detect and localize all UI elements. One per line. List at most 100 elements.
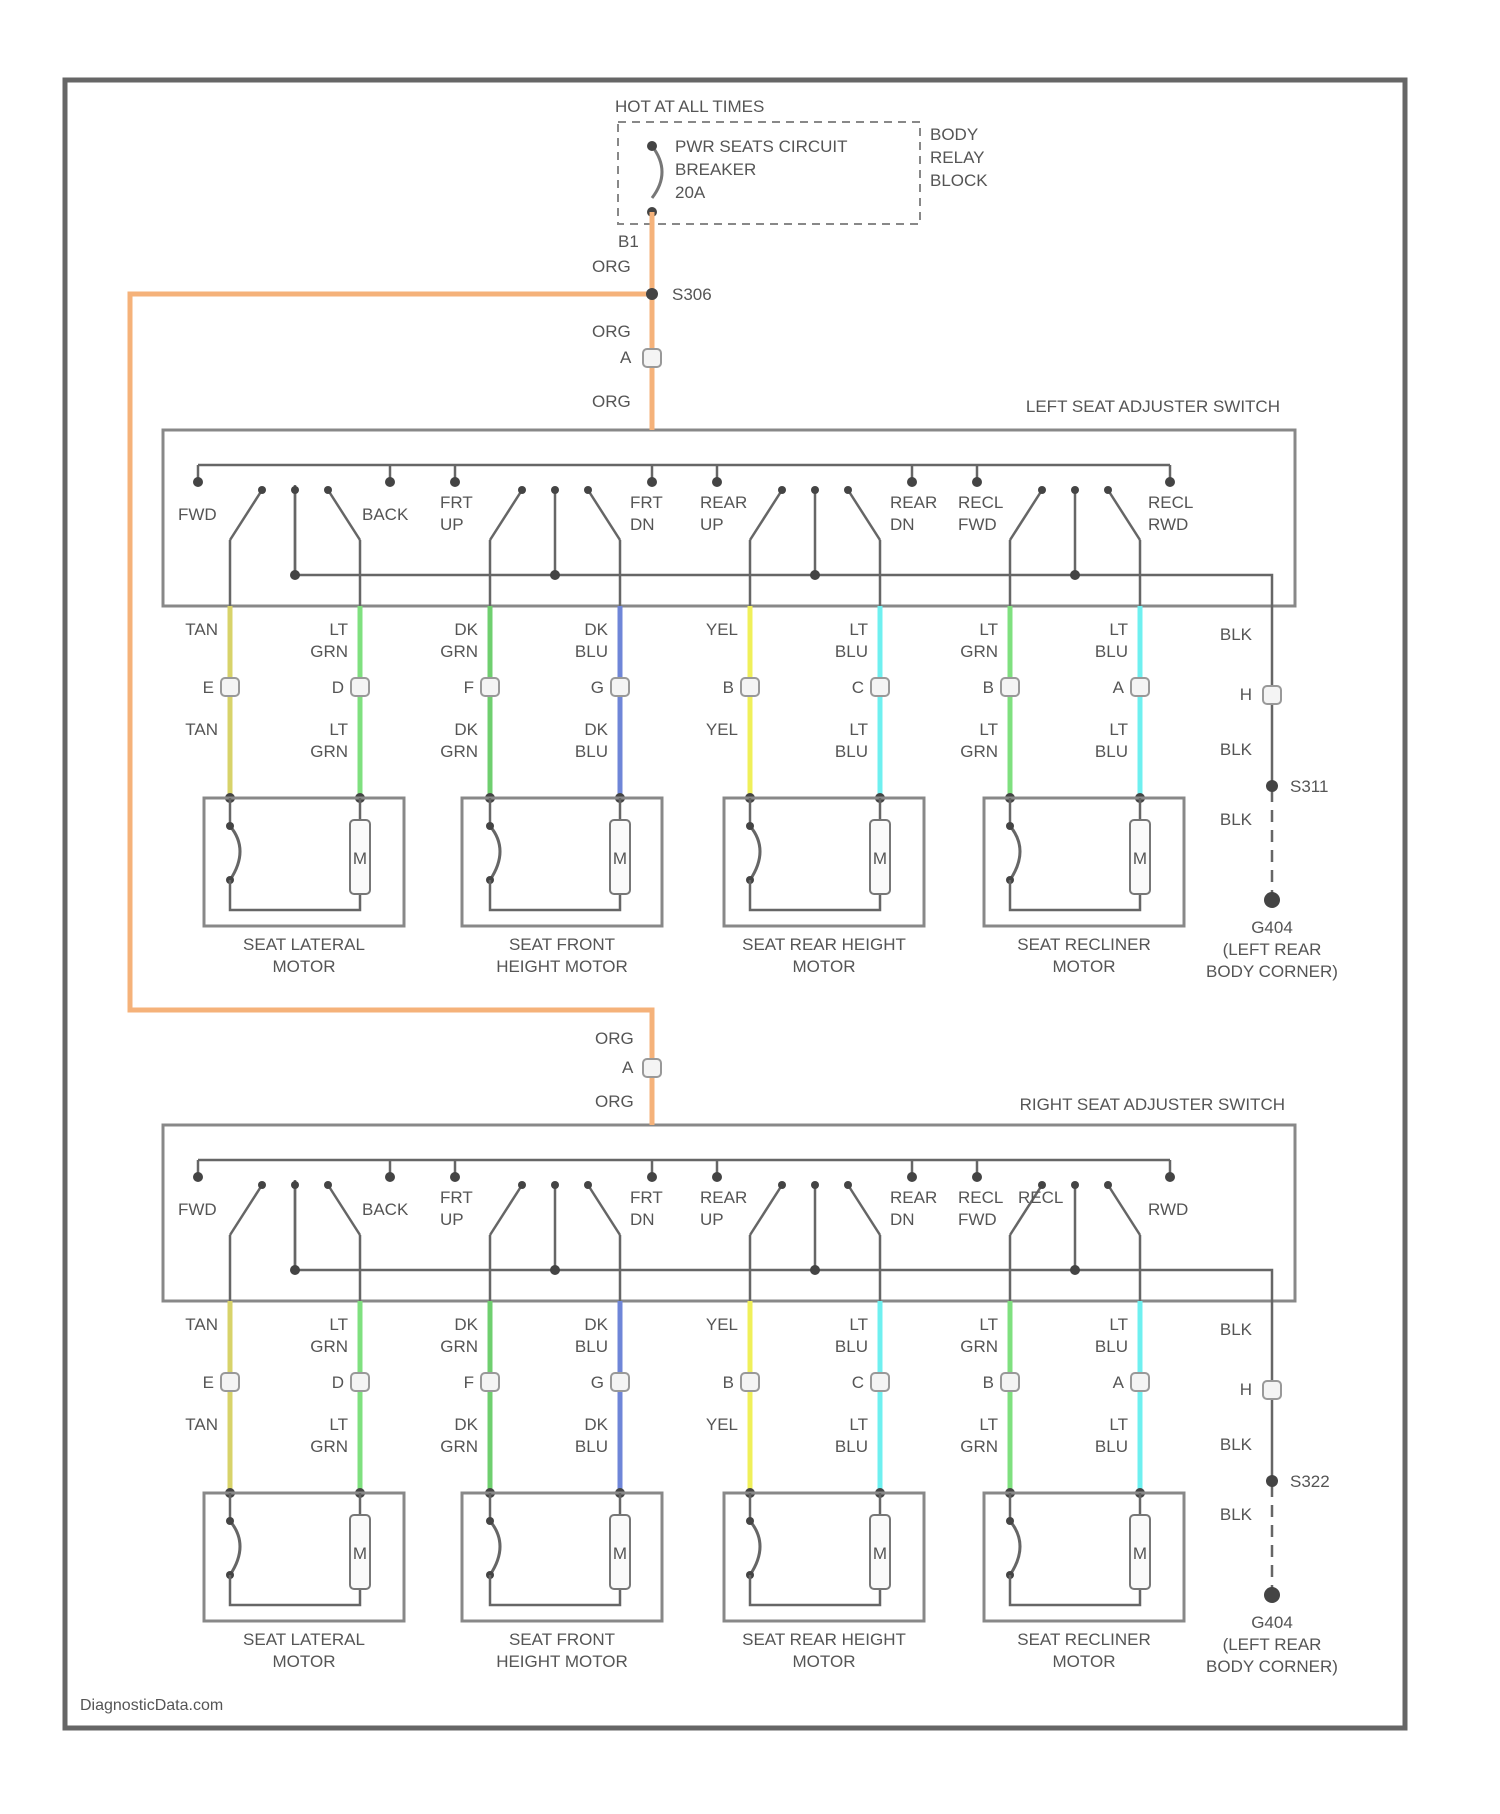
right-ground-label: G404 (1251, 1613, 1293, 1632)
right-blade-pivot (778, 1181, 786, 1189)
orange-feed-wires (130, 212, 661, 1125)
block-line-1: BODY (930, 125, 978, 144)
right-wire-label-bottom: BLU (1095, 1437, 1128, 1456)
right-wire-pin: B (723, 1373, 734, 1392)
left-switch-blade (1108, 490, 1140, 540)
left-blade-pivot (324, 486, 332, 494)
right-wire-label-bottom: BLU (835, 1437, 868, 1456)
right-motor-breaker-terminal (1006, 1517, 1014, 1525)
right-wire-connector (741, 1373, 759, 1391)
right-motor-internal (750, 1575, 880, 1605)
right-wire-connector (221, 1373, 239, 1391)
left-wire-label-bottom: BLU (575, 742, 608, 761)
right-wire-label-bottom: LT (329, 1415, 348, 1434)
right-switch-label: REAR (700, 1188, 747, 1207)
right-wire-label-top: BLU (835, 1337, 868, 1356)
left-wire-connector (741, 678, 759, 696)
left-wire-label-bottom: GRN (960, 742, 998, 761)
left-wire-pin: B (983, 678, 994, 697)
left-switch-label: REAR (890, 493, 937, 512)
left-switch-label: FWD (958, 515, 997, 534)
left-bus-contact (1165, 477, 1175, 487)
left-wire-connector (351, 678, 369, 696)
left-wire-label-bottom: BLU (835, 742, 868, 761)
connector-a-right (643, 1059, 661, 1077)
circuit-breaker-symbol (652, 146, 662, 198)
left-switch-label: REAR (700, 493, 747, 512)
right-wire-label-bottom: LT (979, 1415, 998, 1434)
left-wire-label-top: DK (584, 620, 608, 639)
left-wire-connector (481, 678, 499, 696)
left-motor-breaker (490, 826, 500, 880)
left-blade-pivot (1038, 486, 1046, 494)
right-switch-label: FWD (958, 1210, 997, 1229)
left-ground-wire3: BLK (1220, 810, 1253, 829)
right-bus-contact (907, 1172, 917, 1182)
left-wire-label-bottom: LT (849, 720, 868, 739)
right-switch-blade (1108, 1185, 1140, 1235)
left-motor-box (724, 798, 924, 926)
left-motor-internal (1010, 880, 1140, 910)
right-ground-pin: H (1240, 1380, 1252, 1399)
left-switch-blade (750, 490, 782, 540)
left-motor-label: HEIGHT MOTOR (496, 957, 628, 976)
left-wire-label-bottom: LT (1109, 720, 1128, 739)
right-wire-label-bottom: GRN (310, 1437, 348, 1456)
left-wire-pin: D (332, 678, 344, 697)
left-ground-label: (LEFT REAR (1223, 940, 1322, 959)
right-wire-org-bottom: ORG (595, 1092, 634, 1111)
right-wire-connector (351, 1373, 369, 1391)
left-motor-breaker (750, 826, 760, 880)
left-ground-point (1264, 892, 1280, 908)
right-wire-label-bottom: DK (454, 1415, 478, 1434)
left-wire-label-top: DK (454, 620, 478, 639)
left-switch-label: BACK (362, 505, 409, 524)
connector-a-label: A (620, 348, 632, 367)
left-wire-label-bottom: LT (329, 720, 348, 739)
right-common-contact (291, 1181, 299, 1189)
right-ground-wire1: BLK (1220, 1320, 1253, 1339)
right-switch-label: UP (700, 1210, 724, 1229)
left-wire-connector (1001, 678, 1019, 696)
pin-b1-label: B1 (618, 232, 639, 251)
left-wire-label-top: TAN (185, 620, 218, 639)
right-common-contact (1071, 1181, 1079, 1189)
left-switch-label: FRT (440, 493, 473, 512)
left-wire-pin: F (464, 678, 474, 697)
left-wire-label-top: BLU (575, 642, 608, 661)
right-ground-wire3: BLK (1220, 1505, 1253, 1524)
org-wire-to-right-seat (130, 294, 652, 1125)
block-line-2: RELAY (930, 148, 985, 167)
right-motor-breaker (490, 1521, 500, 1575)
right-motor-breaker-terminal (746, 1517, 754, 1525)
connector-a-left (643, 349, 661, 367)
left-switch-blade (230, 490, 262, 540)
right-wire-label-top: YEL (706, 1315, 738, 1334)
hot-at-all-times-label: HOT AT ALL TIMES (615, 97, 764, 116)
left-motor-label: SEAT RECLINER (1017, 935, 1151, 954)
right-bus-contact (972, 1172, 982, 1182)
left-switch-label: FWD (178, 505, 217, 524)
right-wire-label-bottom: DK (584, 1415, 608, 1434)
right-motor-internal (490, 1575, 620, 1605)
left-bus-contact (385, 477, 395, 487)
left-wire-label-bottom: GRN (440, 742, 478, 761)
right-blade-pivot (258, 1181, 266, 1189)
left-bus-contact (647, 477, 657, 487)
left-bus-contact (450, 477, 460, 487)
right-motor-label: MOTOR (1053, 1652, 1116, 1671)
right-wire-label-top: LT (1109, 1315, 1128, 1334)
right-switch-blade (490, 1185, 522, 1235)
right-wire-connector (1131, 1373, 1149, 1391)
left-wire-pin: G (591, 678, 604, 697)
right-wire-connector (611, 1373, 629, 1391)
left-switch-label: FRT (630, 493, 663, 512)
breaker-line-2: BREAKER (675, 160, 756, 179)
right-blade-pivot (518, 1181, 526, 1189)
left-wire-label-bottom: DK (584, 720, 608, 739)
right-wire-label-top: BLU (575, 1337, 608, 1356)
right-switch-blade (588, 1185, 620, 1235)
right-blade-pivot (584, 1181, 592, 1189)
right-ground-point (1264, 1587, 1280, 1603)
